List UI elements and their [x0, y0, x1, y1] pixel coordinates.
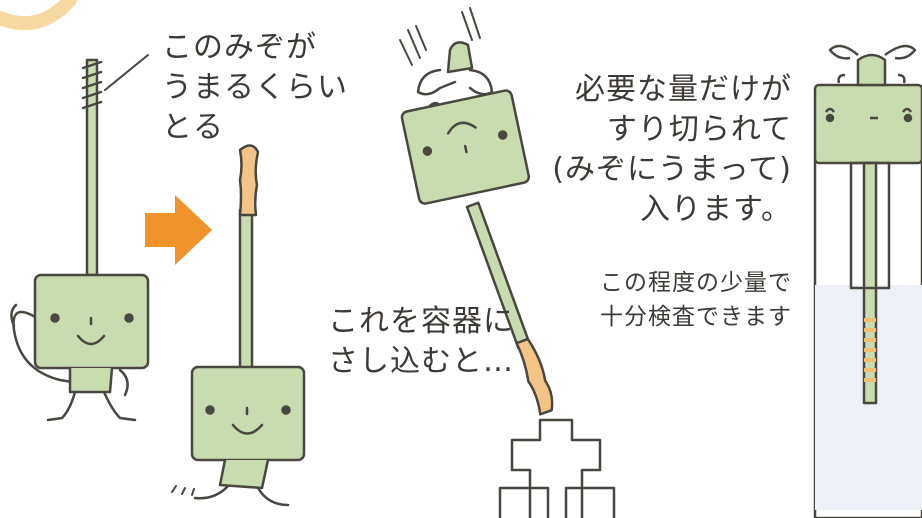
caption-step2-line2: さし込むと…: [328, 344, 514, 379]
decorative-curve: [0, 0, 77, 31]
sample-container: [498, 418, 616, 518]
caption-step4-line1: この程度の少量で: [600, 270, 792, 296]
caption-step3-line1: 必要な量だけが: [575, 72, 792, 107]
caption-step4: この程度の少量で 十分検査できます: [600, 266, 792, 334]
character-with-swab: [10, 54, 150, 422]
caption-step1-line2: うまるくらい: [162, 70, 348, 105]
arrow-icon: [145, 195, 212, 265]
container-cutaway: [813, 44, 922, 518]
character-walking: [171, 144, 306, 507]
caption-step2: これを容器に さし込むと…: [328, 302, 514, 382]
caption-step3-line4: 入ります。: [640, 192, 792, 227]
caption-step2-line1: これを容器に: [328, 304, 514, 339]
caption-step1-line1: このみぞが: [162, 30, 317, 65]
caption-step3-line3: (みぞにうまって): [552, 152, 792, 187]
character-diving: [399, 7, 554, 416]
caption-step3: 必要な量だけが すり切られて (みぞにうまって) 入ります。: [552, 70, 792, 230]
caption-step4-line2: 十分検査できます: [600, 304, 792, 330]
caption-step1-line3: とる: [162, 110, 224, 145]
caption-step3-line2: すり切られて: [606, 112, 792, 147]
caption-step1: このみぞが うまるくらい とる: [162, 28, 348, 148]
